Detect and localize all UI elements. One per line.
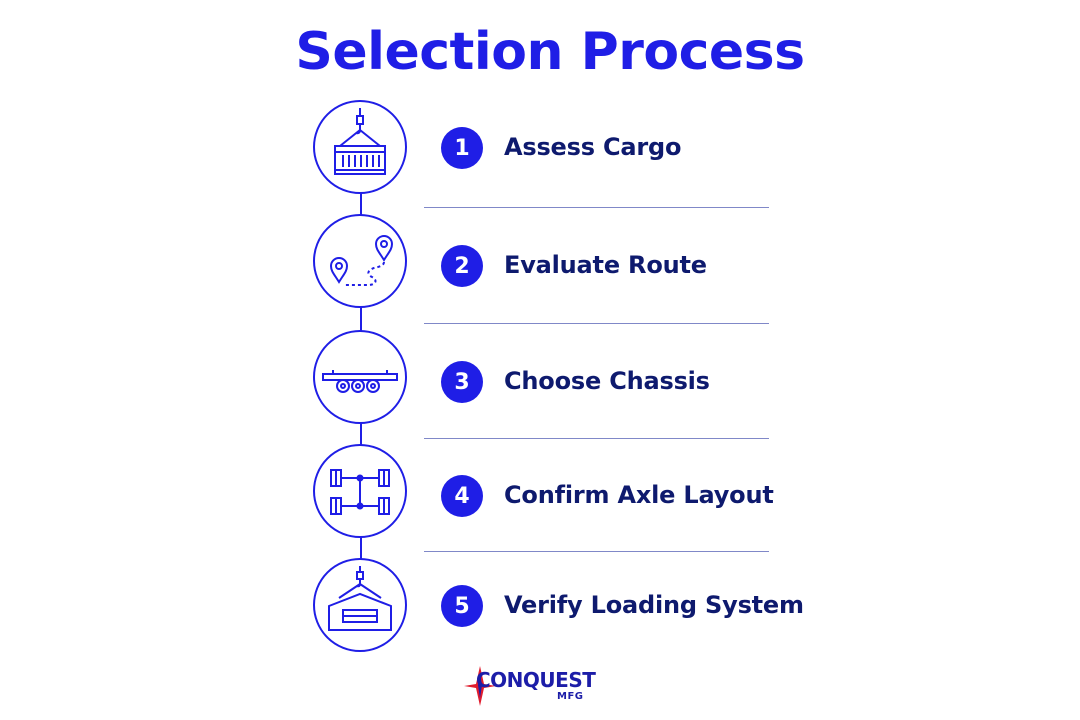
container-crane-icon (313, 100, 407, 194)
conquest-mfg-logo: CONQUEST MFG (462, 664, 612, 708)
step-4-label: Confirm Axle Layout (504, 481, 774, 509)
step-2-label: Evaluate Route (504, 251, 707, 279)
divider (424, 207, 769, 208)
divider (424, 438, 769, 439)
loading-hoist-icon (313, 558, 407, 652)
page-title: Selection Process (295, 22, 805, 82)
logo-wordmark: CONQUEST (476, 668, 596, 692)
step-3-number-badge: 3 (441, 361, 483, 403)
step-4-number-badge: 4 (441, 475, 483, 517)
divider (424, 323, 769, 324)
logo-subtext: MFG (557, 691, 584, 702)
step-5-label: Verify Loading System (504, 591, 804, 619)
step-5-number-badge: 5 (441, 585, 483, 627)
axle-layout-icon (313, 444, 407, 538)
step-3-label: Choose Chassis (504, 367, 710, 395)
route-map-pins-icon (313, 214, 407, 308)
trailer-chassis-icon (313, 330, 407, 424)
step-1-number-badge: 1 (441, 127, 483, 169)
step-1-label: Assess Cargo (504, 133, 682, 161)
divider (424, 551, 769, 552)
step-2-number-badge: 2 (441, 245, 483, 287)
compass-star-icon (464, 666, 496, 706)
